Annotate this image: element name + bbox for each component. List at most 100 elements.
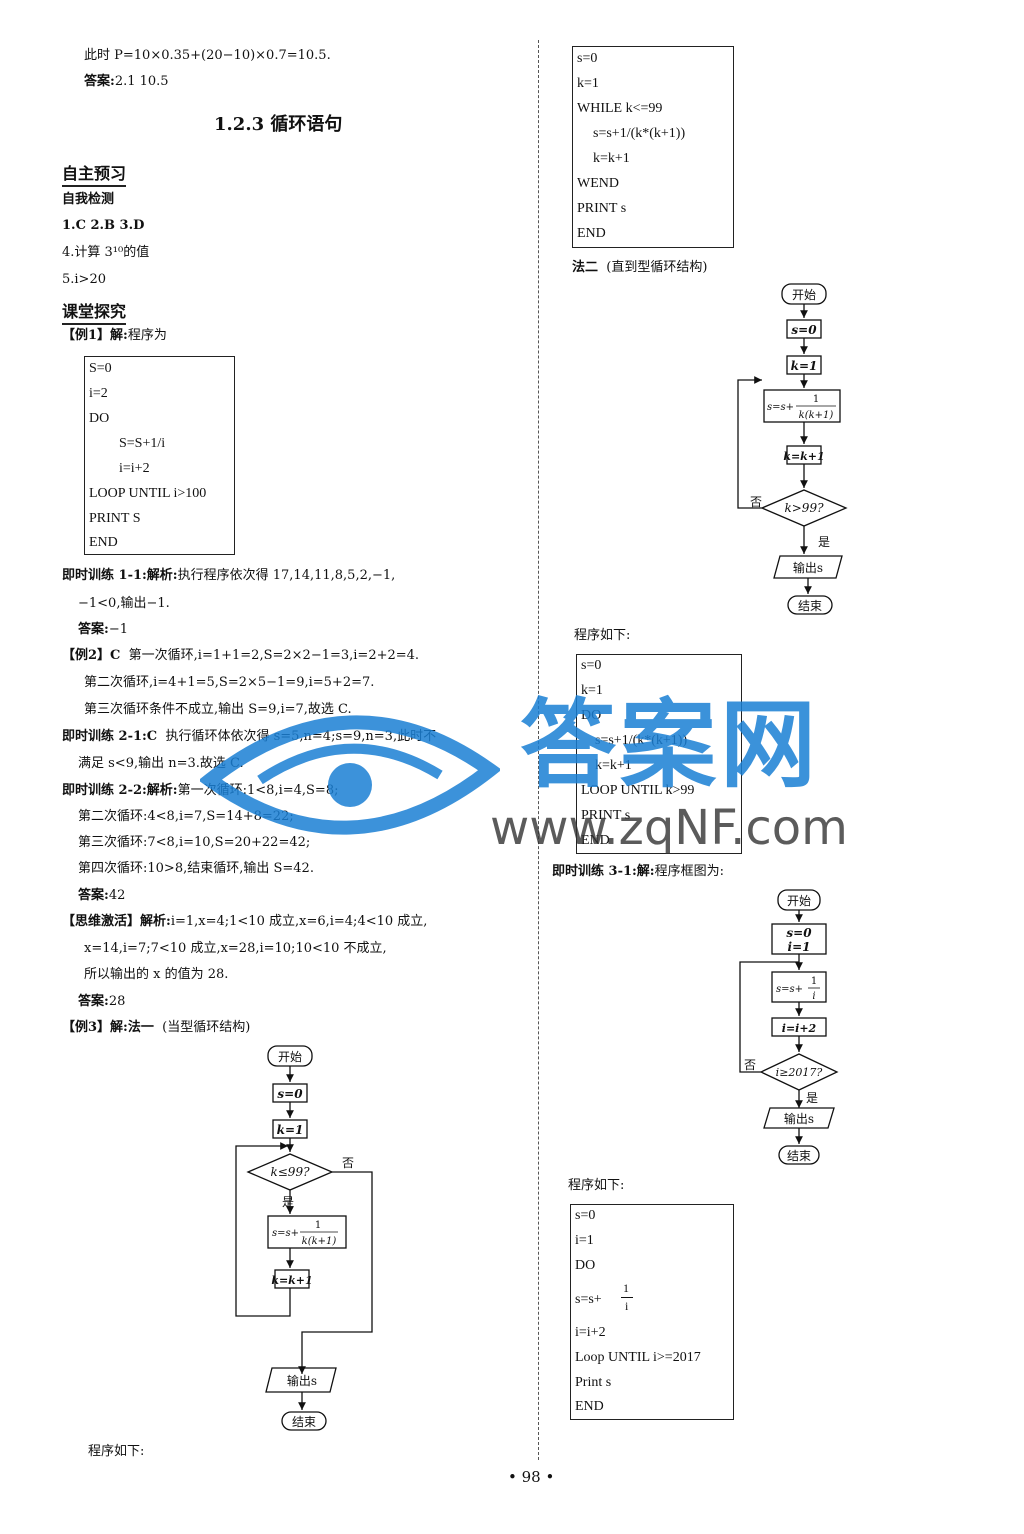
think-line1: 【思维激活】解析:i=1,x=4;1<10 成立,x=6,i=4;4<10 成立… xyxy=(62,914,428,929)
drill-3-1: 即时训练 3-1:解:程序框图为: xyxy=(552,864,725,879)
watermark-url: www.zqNF.com xyxy=(490,800,848,856)
start-label: 开始 xyxy=(278,1050,302,1064)
end-label: 结束 xyxy=(798,599,822,613)
page-number: • 98 • xyxy=(508,1468,555,1486)
while-code-box: s=0 k=1 WHILE k<=99 s=s+1/(k*(k+1)) k=k+… xyxy=(572,46,734,248)
condition-label: i≥2017? xyxy=(776,1066,823,1079)
accumulate-prefix: s=s+ xyxy=(272,1228,299,1239)
example1-code-box: S=0 i=2 DO S=S+1/i i=i+2 LOOP UNTIL i>10… xyxy=(84,356,235,555)
accumulate-box xyxy=(267,1215,347,1249)
output-parallelogram xyxy=(763,1107,835,1129)
init-s-label: s=0 xyxy=(786,926,812,940)
code-line: END xyxy=(577,226,606,241)
init-i-label: i=1 xyxy=(788,940,811,954)
yes-label: 是 xyxy=(806,1091,818,1105)
code-line: i=i+2 xyxy=(575,1325,606,1340)
self-check-answer-5: 5.i>20 xyxy=(62,272,106,287)
code-line: WEND xyxy=(577,176,619,191)
program-below-left: 程序如下: xyxy=(88,1444,145,1459)
drill-1-1-answer: 答案:−1 xyxy=(78,622,128,637)
flowchart-until-k: 开始 s=0 k=1 s=s+ 1 k(k+1) k=k+1 k>99? 否 是… xyxy=(737,283,848,615)
code-line: s=s+1/(k*(k+1)) xyxy=(593,126,686,141)
code-line: s=0 xyxy=(581,658,602,673)
increment-box xyxy=(274,1269,310,1289)
code-frac-bar xyxy=(621,1297,633,1298)
code-line: PRINT s xyxy=(581,808,631,823)
flowchart-until-i: 开始 s=0 i=1 s=s+ 1 i i=i+2 i≥2017? 否 是 输出… xyxy=(739,889,839,1165)
output-parallelogram xyxy=(265,1367,337,1393)
yes-label: 是 xyxy=(818,535,830,549)
code-line: LOOP UNTIL i>100 xyxy=(89,486,207,501)
drill-2-2-line2: 第二次循环:4<8,i=7,S=14+8=22; xyxy=(78,809,294,824)
self-check-answers-1-3: 1.C 2.B 3.D xyxy=(62,218,145,233)
end-terminal xyxy=(281,1411,327,1431)
output-label: 输出s xyxy=(287,1373,317,1388)
end-label: 结束 xyxy=(292,1415,316,1429)
drill-1-1-line2: −1<0,输出−1. xyxy=(78,596,170,611)
code-line: S=S+1/i xyxy=(119,436,166,451)
drill-3-1-code-box: s=0 i=1 DO s=s+ 1 i i=i+2 Loop UNTIL i>=… xyxy=(570,1204,734,1420)
end-terminal xyxy=(787,595,833,615)
code-line: k=k+1 xyxy=(593,151,630,166)
code-line: END xyxy=(89,535,118,550)
code-line: PRINT s xyxy=(577,201,627,216)
code-line: END xyxy=(581,833,610,848)
increment-label: k=k+1 xyxy=(783,450,824,463)
code-line: LOOP UNTIL k>99 xyxy=(581,783,695,798)
code-line: i=2 xyxy=(89,386,108,401)
frac-den: k(k+1) xyxy=(302,1236,337,1247)
output-parallelogram xyxy=(773,555,843,579)
drill-2-2-line4: 第四次循环:10>8,结束循环,输出 S=42. xyxy=(78,861,314,876)
self-check-heading: 自我检测 xyxy=(62,192,115,207)
end-terminal xyxy=(778,1145,820,1165)
watermark-text: 答案网 xyxy=(520,689,820,801)
code-line: i=1 xyxy=(575,1233,594,1248)
example2-line1: 【例2】C 第一次循环,i=1+1=2,S=2×2−1=3,i=2+2=4. xyxy=(62,648,420,663)
code-line: s=0 xyxy=(575,1208,596,1223)
example2-line2: 第二次循环,i=4+1=5,S=2×5−1=9,i=5+2=7. xyxy=(84,675,375,690)
start-label: 开始 xyxy=(787,894,811,908)
think-line3: 所以输出的 x 的值为 28. xyxy=(84,967,229,982)
code-frac-den: i xyxy=(625,1299,629,1313)
think-line2: x=14,i=7;7<10 成立,x=28,i=10;10<10 不成立, xyxy=(84,941,387,956)
class-heading: 课堂探究 xyxy=(62,298,127,325)
drill-2-1-line2: 满足 s<9,输出 n=3.故选 C. xyxy=(78,756,244,771)
code-line: DO xyxy=(575,1258,596,1273)
think-answer: 答案:28 xyxy=(78,994,126,1009)
increment-label: i=i+2 xyxy=(782,1022,817,1035)
prev-calc-line: 此时 P=10×0.35+(20−10)×0.7=10.5. xyxy=(84,48,331,63)
frac-num: 1 xyxy=(315,1220,321,1231)
no-label: 否 xyxy=(744,1058,756,1072)
frac-num: 1 xyxy=(813,394,819,405)
code-line: i=i+2 xyxy=(119,461,150,476)
code-frac-num: 1 xyxy=(623,1281,629,1295)
example1-intro: 【例1】解:程序为 xyxy=(62,328,167,343)
start-label: 开始 xyxy=(792,288,816,302)
code-line: k=1 xyxy=(581,683,603,698)
code-line: DO xyxy=(89,411,110,426)
drill-2-2-answer: 答案:42 xyxy=(78,888,126,903)
drill-1-1: 即时训练 1-1:解析:执行程序依次得 17,14,11,8,5,2,−1, xyxy=(62,568,396,583)
preview-heading: 自主预习 xyxy=(62,160,127,187)
code-line: k=k+1 xyxy=(595,758,632,773)
until-code-box: s=0 k=1 DO s=s+1/(k*(k+1)) k=k+1 LOOP UN… xyxy=(576,654,742,854)
end-label: 结束 xyxy=(787,1149,811,1163)
accumulate-prefix: s=s+ xyxy=(767,402,794,413)
init-s-label: s=0 xyxy=(277,1087,303,1101)
program-below-right-2: 程序如下: xyxy=(568,1178,625,1193)
code-line: s=s+ xyxy=(575,1292,602,1307)
code-line: WHILE k<=99 xyxy=(577,101,663,116)
condition-label: k>99? xyxy=(784,501,824,515)
yes-label: 是 xyxy=(282,1195,294,1209)
flowchart-while: 开始 s=0 k=1 k≤99? 否 是 s=s+ 1 k(k+1) k=k+1… xyxy=(235,1045,373,1431)
code-line: s=0 xyxy=(577,51,598,66)
example3-intro: 【例3】解:法一 (当型循环结构) xyxy=(62,1020,251,1035)
program-below-right: 程序如下: xyxy=(574,628,631,643)
method2-intro: 法二 (直到型循环结构) xyxy=(572,260,708,275)
output-label: 输出s xyxy=(793,560,823,575)
code-line: s=s+1/(k*(k+1)) xyxy=(595,733,688,748)
init-k-label: k=1 xyxy=(791,359,818,373)
drill-2-2-line3: 第三次循环:7<8,i=10,S=20+22=42; xyxy=(78,835,311,850)
output-label: 输出s xyxy=(784,1111,814,1126)
column-divider xyxy=(538,40,539,1460)
